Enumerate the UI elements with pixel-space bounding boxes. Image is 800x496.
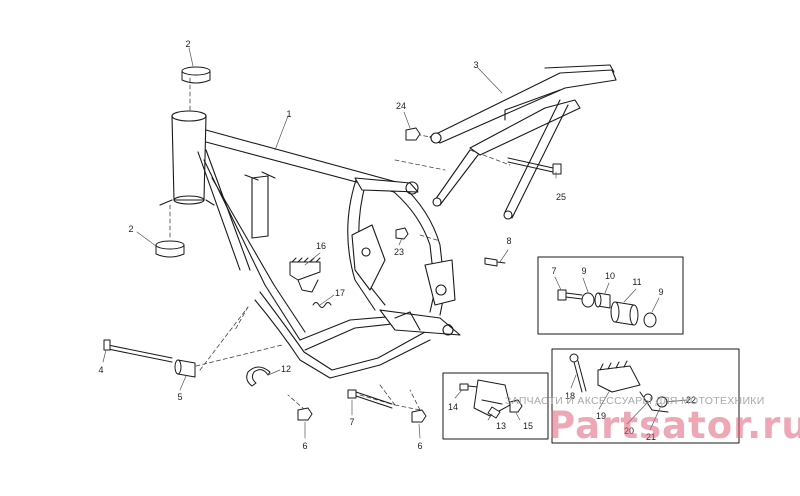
leader-lines: [102, 47, 688, 439]
callout-18: 18: [564, 391, 576, 401]
callout-14: 14: [447, 402, 459, 412]
callout-22: 22: [685, 395, 697, 405]
watermark-brand: Partsator.ru: [548, 404, 800, 447]
callout-24: 24: [395, 101, 407, 111]
callout-16: 16: [315, 241, 327, 251]
subframe: [429, 64, 617, 220]
callout-2-bottom: 2: [128, 224, 134, 234]
callout-25: 25: [555, 192, 567, 202]
callout-9-right: 9: [658, 287, 664, 297]
callout-11: 11: [632, 277, 642, 287]
callout-20: 20: [623, 426, 635, 436]
callout-5: 5: [177, 392, 183, 402]
detail-box-guard: [442, 372, 549, 440]
callout-6-left: 6: [302, 441, 308, 451]
callout-9-left: 9: [581, 266, 587, 276]
detail-box-footpeg: [551, 348, 740, 444]
callout-3: 3: [473, 60, 479, 70]
callout-8: 8: [506, 236, 512, 246]
frame-main: [159, 110, 461, 379]
callout-6-right: 6: [417, 441, 423, 451]
callout-2-top: 2: [185, 39, 191, 49]
callout-13: 13: [495, 421, 507, 431]
detail-box-mount: [537, 256, 684, 335]
callout-7-lower: 7: [349, 417, 355, 427]
callout-17: 17: [334, 288, 346, 298]
parts: [103, 66, 669, 423]
callout-1: 1: [286, 109, 292, 119]
callout-7-box: 7: [551, 266, 557, 276]
watermark-tagline: ЗАПЧАСТИ И АКСЕССУАРЫ ДЛЯ МОТОТЕХНИКИ: [505, 395, 765, 407]
callout-21: 21: [645, 432, 657, 442]
callout-19: 19: [595, 411, 607, 421]
callout-23: 23: [393, 247, 405, 257]
callout-15: 15: [522, 421, 534, 431]
callout-10: 10: [604, 271, 616, 281]
callout-12: 12: [280, 364, 292, 374]
callout-4: 4: [98, 365, 104, 375]
